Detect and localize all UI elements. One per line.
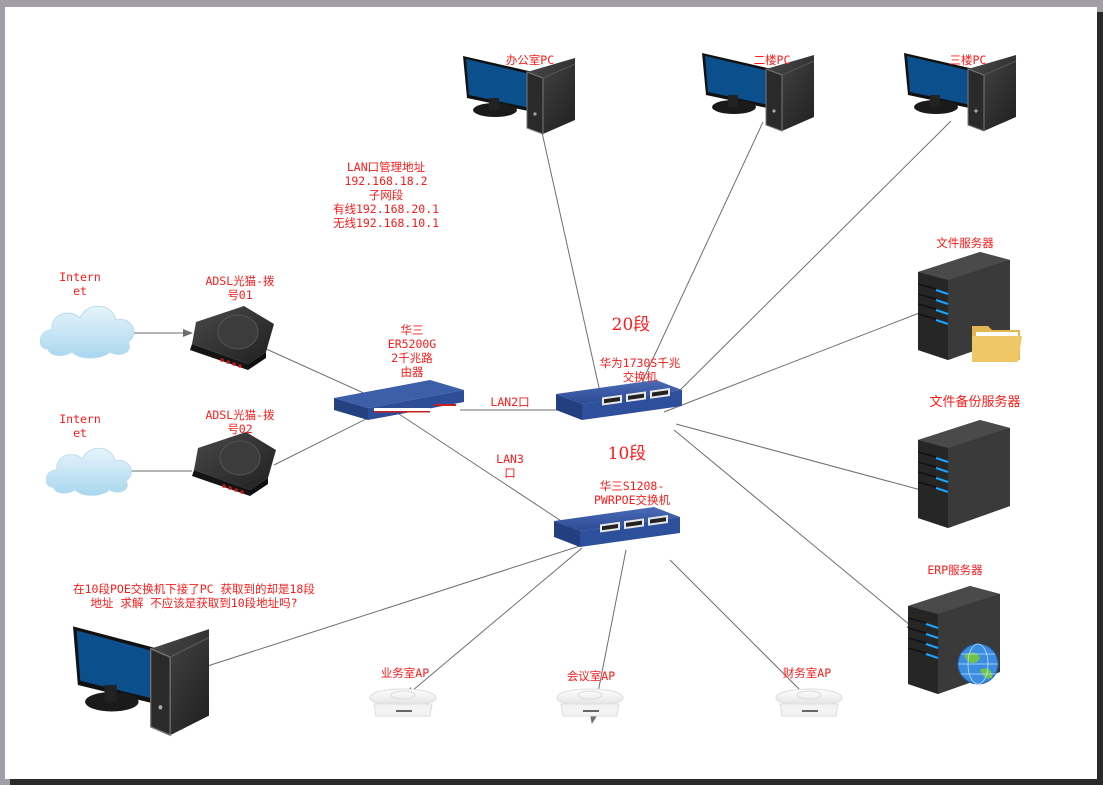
poe-switch-device — [554, 507, 680, 547]
segment-10-label: 10段 — [607, 444, 647, 464]
file-server — [918, 252, 1022, 362]
pc-office-label: 办公室PC — [505, 53, 555, 67]
lan3-port-label: LAN3 口 — [496, 452, 524, 480]
ap-meeting-label: 会议室AP — [566, 669, 616, 683]
internet-cloud-2 — [46, 447, 132, 496]
modem-label-1: ADSL光猫-拨 号01 — [205, 274, 275, 302]
backup-server-label: 文件备份服务器 — [929, 395, 1021, 410]
router-label: 华三 ER5200G 2千兆路 由器 — [387, 323, 437, 379]
pc-second-floor-label: 二楼PC — [753, 53, 791, 67]
poe-pc-question-note: 在10段POE交换机下接了PC 获取到的却是18段 地址 求解 不应该是获取到1… — [73, 582, 315, 610]
ap-business-room — [369, 688, 437, 717]
globe-icon — [957, 643, 999, 685]
core-switch-label: 华为1730S千兆 交换机 — [599, 356, 681, 384]
router-info-note: LAN口管理地址 192.168.18.2 子网段 有线192.168.20.1… — [332, 160, 440, 230]
backup-server — [918, 420, 1012, 530]
erp-server — [908, 586, 1002, 696]
erp-server-label: ERP服务器 — [927, 563, 983, 577]
ap-finance-label: 财务室AP — [782, 666, 832, 680]
adsl-modem-1 — [189, 305, 275, 371]
adsl-modem-2 — [191, 431, 277, 497]
internet-label-2: Intern et — [59, 412, 101, 440]
file-server-label: 文件服务器 — [936, 236, 994, 250]
internet-label-1: Intern et — [59, 270, 101, 298]
pc-third-floor-label: 三楼PC — [949, 53, 987, 67]
internet-cloud-1 — [40, 305, 135, 359]
ap-business-label: 业务室AP — [380, 666, 430, 680]
ap-meeting-room — [556, 688, 624, 717]
poe-switch-label: 华三S1208- PWRPOE交换机 — [593, 479, 671, 507]
router-device — [334, 380, 464, 420]
modem-label-2: ADSL光猫-拨 号02 — [205, 408, 275, 436]
folder-icon — [972, 326, 1022, 362]
segment-20-label: 20段 — [611, 315, 651, 335]
lan2-port-label: LAN2口 — [490, 395, 530, 409]
core-switch-device — [556, 380, 682, 420]
ap-finance-room — [775, 688, 843, 717]
pc-poe-left — [73, 625, 209, 736]
